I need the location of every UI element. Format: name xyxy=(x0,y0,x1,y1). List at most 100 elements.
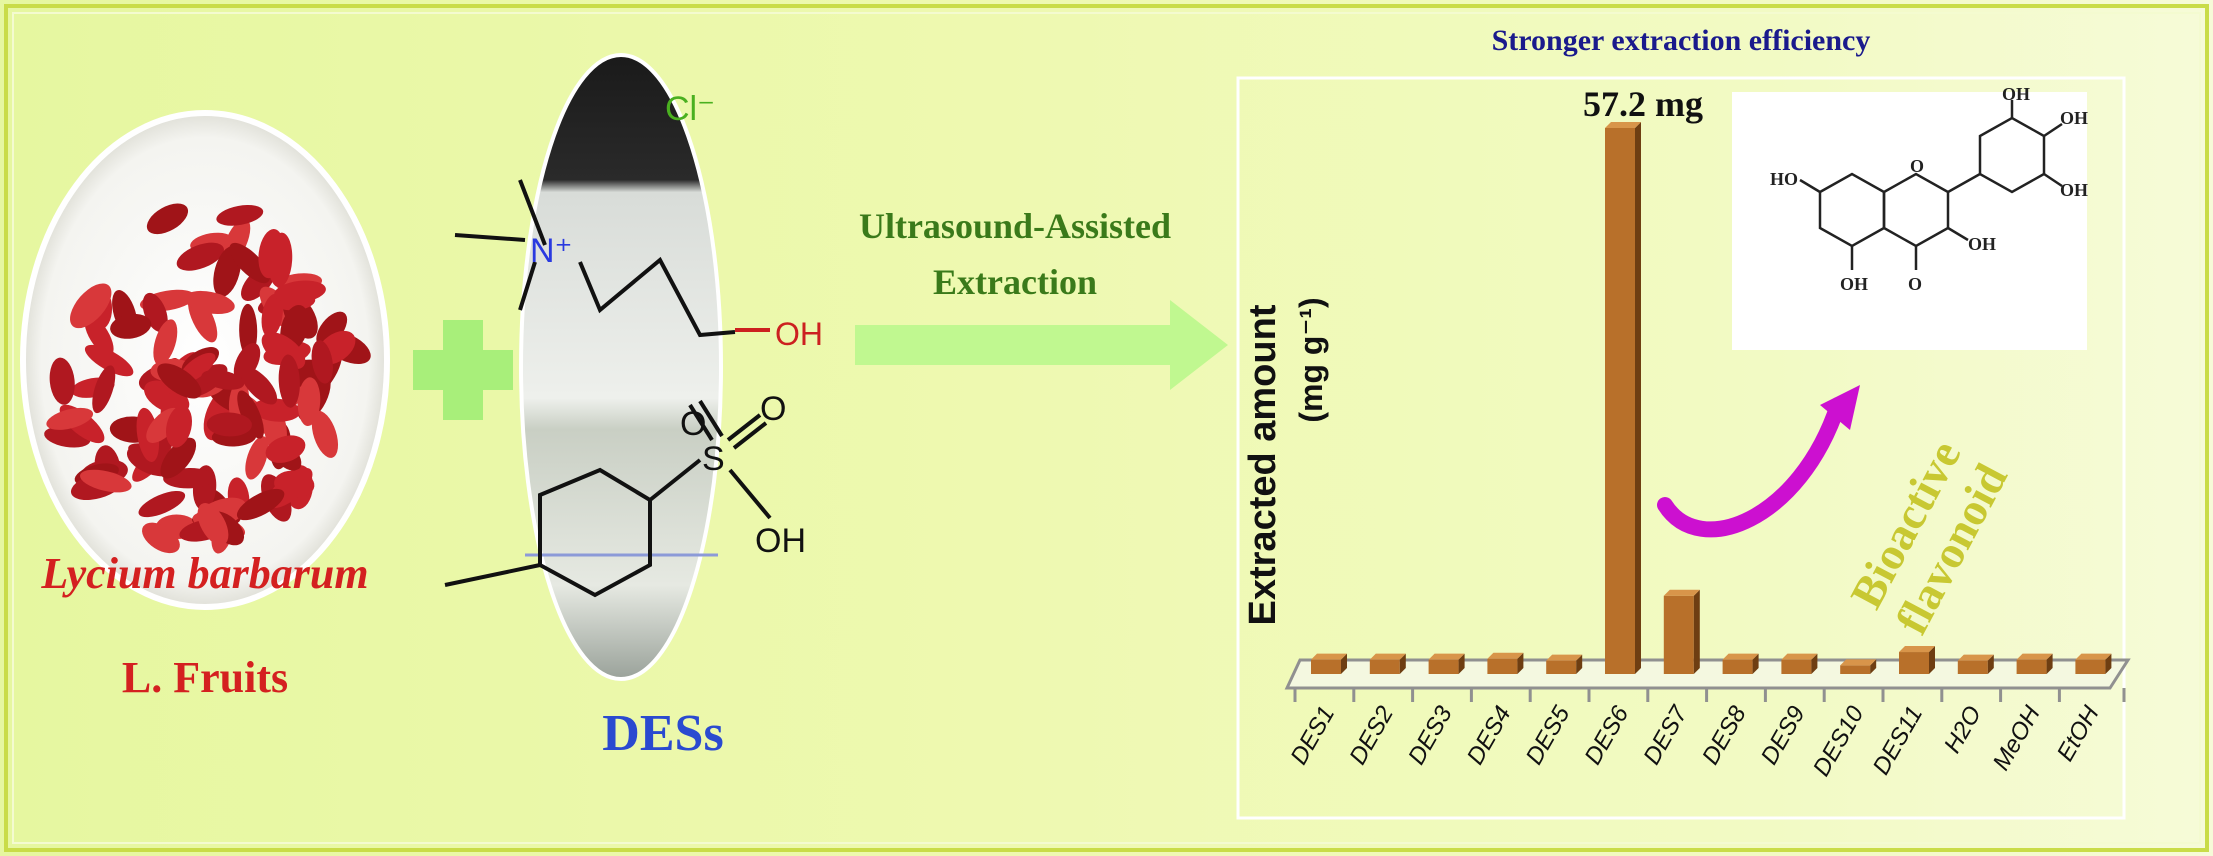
oh-label-1: OH xyxy=(775,316,823,352)
plus-icon xyxy=(413,320,513,420)
x-tick-label: MeOH xyxy=(1988,701,2046,775)
fruit-name-rest: L. Fruits xyxy=(122,653,288,702)
molecule-label-o: O xyxy=(1908,274,1922,294)
process-line-2: Extraction xyxy=(933,262,1097,302)
outer-border xyxy=(4,4,2209,852)
molecule-label-oh: OH xyxy=(1840,274,1868,294)
bar-des6 xyxy=(1605,122,1641,674)
goji-berry xyxy=(165,405,193,448)
goji-berry xyxy=(216,205,264,226)
bars xyxy=(1311,122,2112,674)
x-tick-label: DES5 xyxy=(1521,701,1576,769)
goji-berry xyxy=(240,366,278,405)
goji-berry xyxy=(316,311,348,347)
x-ticks xyxy=(1293,688,2126,702)
goji-berry xyxy=(141,522,180,554)
bar-des1 xyxy=(1311,653,1347,674)
oxygen-label-2: O xyxy=(760,390,786,428)
molecule-label-oh: OH xyxy=(2060,108,2088,128)
goji-berry xyxy=(70,283,112,329)
goji-berry xyxy=(157,363,202,399)
bar-des3 xyxy=(1428,653,1465,674)
goji-berry xyxy=(138,490,186,518)
molecule-label-oh: OH xyxy=(2060,180,2088,200)
goji-berry xyxy=(201,369,245,390)
sulfur-label: S xyxy=(702,440,725,478)
bar-des9 xyxy=(1781,653,1818,674)
goji-berry xyxy=(49,357,75,405)
chart-floor xyxy=(1284,658,2131,690)
x-tick-label: DES11 xyxy=(1868,702,1929,780)
flavonoid-structure-image: OH OH OH HO OH OH O O xyxy=(1732,84,2088,350)
bar-des2 xyxy=(1369,653,1406,674)
y-axis-title: Extracted amount xyxy=(1242,304,1284,625)
goji-berry xyxy=(146,203,189,235)
y-axis-label: Extracted amount (mg g⁻¹) xyxy=(1242,297,1329,625)
nitrogen-label: N⁺ xyxy=(530,232,573,270)
x-tick-label: DES4 xyxy=(1462,702,1517,770)
process-line-1: Ultrasound-Assisted xyxy=(859,206,1171,246)
goji-berry xyxy=(245,436,269,480)
des-label: DESs xyxy=(602,705,723,762)
goji-berry xyxy=(265,435,306,463)
goji-berry xyxy=(206,412,252,437)
x-tick-label: EtOH xyxy=(2052,701,2105,766)
molecule-label-ho: HO xyxy=(1770,169,1798,189)
goji-berry xyxy=(258,229,284,279)
x-tick-label: DES6 xyxy=(1579,701,1634,769)
goji-berry xyxy=(311,410,339,458)
goji-berry xyxy=(80,469,132,493)
x-tick-label: DES2 xyxy=(1344,702,1399,770)
chemical-structure-des xyxy=(444,179,772,598)
goji-berry xyxy=(153,319,178,366)
x-tick-label: DES1 xyxy=(1285,702,1340,770)
bar-des4 xyxy=(1487,652,1524,674)
goji-berry xyxy=(311,340,333,384)
goji-berry xyxy=(274,280,326,303)
goji-berry xyxy=(278,354,300,408)
goji-berry xyxy=(176,242,224,271)
arrow-right-icon xyxy=(855,300,1228,390)
chart-frame xyxy=(1236,76,2126,820)
x-tick-label: DES8 xyxy=(1697,701,1752,769)
des-vial-image xyxy=(519,53,723,681)
molecule-label-oh: OH xyxy=(1968,234,1996,254)
goji-berry xyxy=(46,407,94,430)
goji-berry xyxy=(197,503,229,546)
goji-berry xyxy=(184,290,235,315)
goji-berry xyxy=(237,390,264,439)
x-tick-label: DES3 xyxy=(1403,701,1458,769)
inner-border xyxy=(12,12,2201,844)
bar-des7 xyxy=(1663,589,1700,674)
molecule-label-o: O xyxy=(1910,156,1924,176)
goji-berry xyxy=(160,437,197,479)
bioactive-flavonoid-label: Bioactive flavonoid xyxy=(1840,432,2017,642)
goji-berry xyxy=(84,344,134,377)
chloride-label: Cl⁻ xyxy=(665,90,715,128)
bar-meoh xyxy=(2016,653,2053,674)
goji-berry xyxy=(229,242,270,284)
goji-berry-image xyxy=(20,110,390,610)
x-tick-label: DES7 xyxy=(1638,700,1694,769)
goji-berry xyxy=(110,313,152,339)
oh-label-2: OH xyxy=(755,522,806,560)
goji-berry xyxy=(236,488,285,521)
bar-h2o xyxy=(1957,654,1994,674)
peak-data-label: 57.2 mg xyxy=(1583,84,1703,124)
y-axis-unit: (mg g⁻¹) xyxy=(1293,297,1329,422)
goji-berry xyxy=(84,315,114,356)
bar-des8 xyxy=(1722,653,1759,674)
bar-des10 xyxy=(1840,659,1877,674)
bar-des11 xyxy=(1899,646,1935,674)
molecule-label-oh: OH xyxy=(2002,84,2030,104)
oxygen-label-1: O xyxy=(680,405,706,443)
goji-berry xyxy=(297,377,321,427)
chart-title: Stronger extraction efficiency xyxy=(1492,24,1871,57)
x-tick-label: DES10 xyxy=(1808,701,1870,781)
x-tick-label: DES9 xyxy=(1756,702,1811,770)
curved-arrow-icon xyxy=(1657,385,1860,538)
bar-etoh xyxy=(2075,653,2112,674)
